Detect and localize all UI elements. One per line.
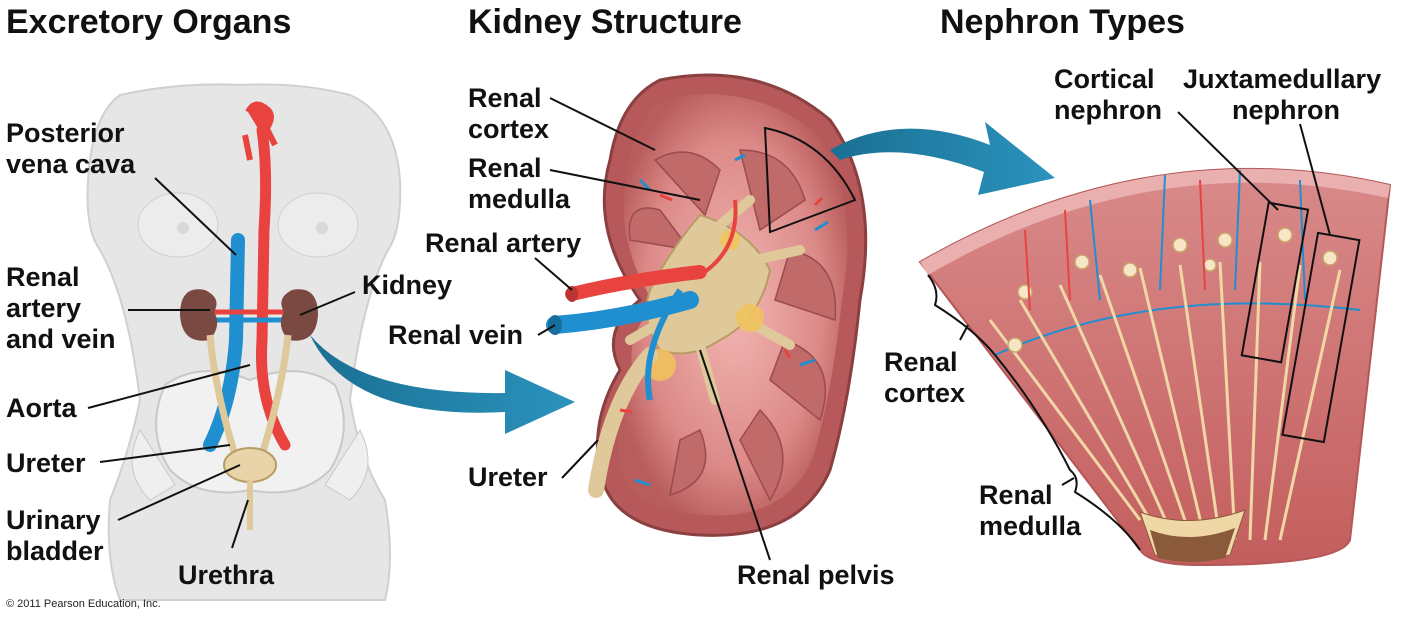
label-renal-medulla-mid-line1: Renal: [468, 153, 542, 183]
label-renal-cortex-right-line2: cortex: [884, 378, 966, 408]
label-ureter-left: Ureter: [6, 448, 86, 478]
kidney-left: [180, 289, 218, 341]
copyright-notice: © 2011 Pearson Education, Inc.: [6, 598, 161, 610]
label-juxtamedullary-nephron-line1: Juxtamedullary: [1183, 64, 1382, 94]
label-urinary-bladder-line1: Urinary: [6, 505, 101, 535]
title-kidney-structure: Kidney Structure: [468, 3, 742, 41]
zoom-arrow-to-nephron: [830, 122, 1055, 195]
cortical-nephron-box: [1240, 201, 1310, 364]
label-renal-medulla-mid-line2: medulla: [468, 184, 571, 214]
vena-cava: [203, 233, 245, 452]
pelvis-bone: [155, 370, 345, 494]
tubules: [988, 261, 1342, 541]
urinary-vessels: [180, 101, 318, 530]
kidney-wedge-outline: [763, 126, 857, 234]
wedge-capsule: [920, 168, 1390, 275]
label-cortical-nephron-line2: nephron: [1054, 95, 1162, 125]
label-renal-artery-vein-line2: artery: [6, 293, 82, 323]
label-ureter-middle: Ureter: [468, 462, 548, 492]
label-posterior-vena-cava-line2: vena cava: [6, 149, 136, 179]
medullary-pyramids: [628, 149, 837, 502]
label-renal-cortex-mid-line2: cortex: [468, 114, 550, 144]
label-renal-artery-vein-line3: and vein: [6, 324, 116, 354]
label-juxtamedullary-nephron-line2: nephron: [1232, 95, 1340, 125]
right-leader-lines: [927, 111, 1331, 551]
label-kidney: Kidney: [362, 270, 453, 300]
label-urinary-bladder-line2: bladder: [6, 536, 104, 566]
label-posterior-vena-cava-line1: Posterior: [6, 118, 125, 148]
urinary-bladder: [223, 447, 277, 483]
title-excretory-organs: Excretory Organs: [6, 3, 292, 41]
left-leader-lines: [87, 177, 356, 549]
glomeruli: [1007, 227, 1338, 353]
juxtamedullary-nephron-box: [1281, 231, 1361, 444]
kidney-right: [280, 289, 318, 341]
nephron-wedge: [918, 167, 1392, 567]
kidney-ureter: [588, 347, 658, 498]
label-renal-artery-vein-line1: Renal: [6, 262, 80, 292]
torso-figure: [86, 83, 402, 601]
middle-leader-lines: [534, 97, 771, 561]
kidney-renal-artery: [565, 265, 707, 301]
label-renal-cortex-right-line1: Renal: [884, 347, 958, 377]
label-renal-cortex-mid-line1: Renal: [468, 83, 542, 113]
label-renal-pelvis: Renal pelvis: [737, 560, 895, 590]
kidney-cross-section: [546, 73, 868, 537]
label-aorta: Aorta: [6, 393, 77, 423]
label-renal-artery: Renal artery: [425, 228, 582, 258]
label-cortical-nephron-line1: Cortical: [1054, 64, 1155, 94]
zoom-arrow-to-kidney: [310, 335, 575, 434]
label-renal-medulla-right-line2: medulla: [979, 511, 1082, 541]
label-urethra: Urethra: [178, 560, 275, 590]
label-renal-medulla-right-line1: Renal: [979, 480, 1053, 510]
label-renal-vein: Renal vein: [388, 320, 524, 350]
title-nephron-types: Nephron Types: [940, 3, 1185, 41]
